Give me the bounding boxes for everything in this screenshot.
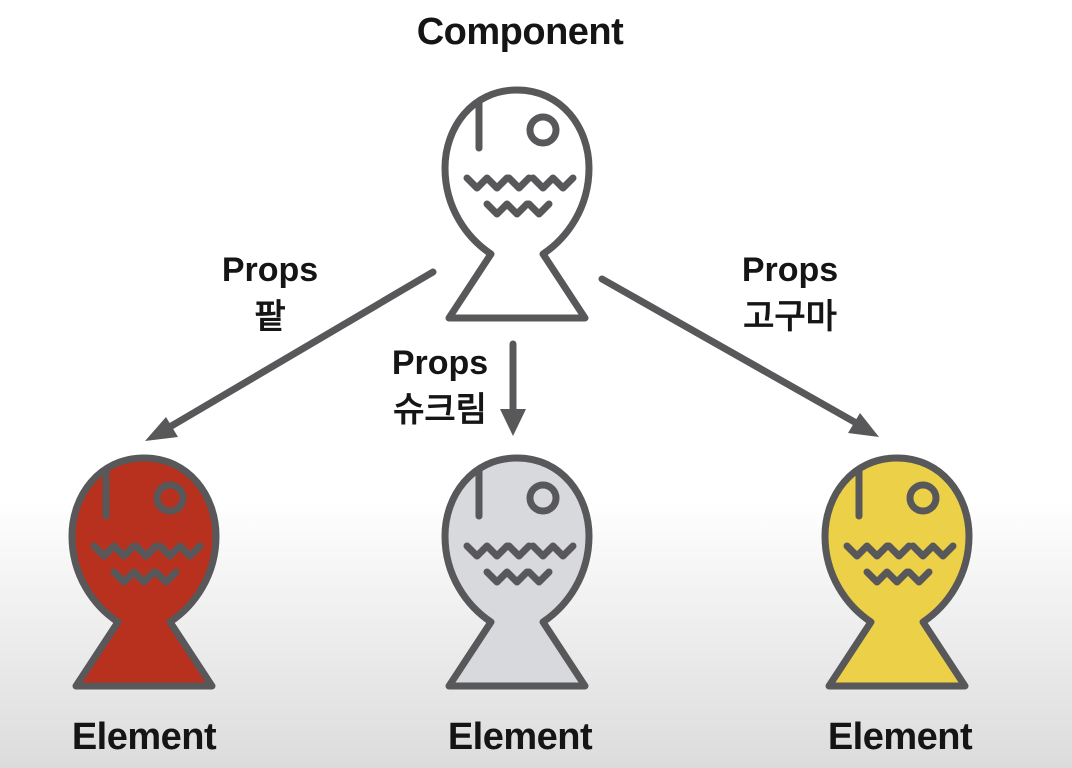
arrow-left-head: [145, 417, 178, 441]
component-label: Component: [416, 11, 624, 53]
fish-component: [445, 90, 589, 318]
props-label-center: Props 슈크림: [365, 340, 515, 434]
props-word-right: Props: [741, 251, 839, 289]
fish-element-yellow: [825, 458, 969, 686]
arrow-right: [598, 275, 862, 428]
props-value-right: 고구마: [743, 297, 837, 336]
element-label-center: Element: [447, 716, 593, 758]
props-word-left: Props: [221, 251, 319, 289]
props-value-center: 슈크림: [393, 390, 487, 429]
props-word-center: Props: [391, 344, 489, 382]
arrow-center-head: [500, 409, 526, 436]
props-label-left: Props 팥: [195, 247, 345, 341]
arrow-left: [164, 268, 437, 432]
element-label-left: Element: [71, 716, 217, 758]
edge-arrows: [145, 268, 879, 441]
arrow-right-head: [848, 413, 879, 437]
element-label-right: Element: [827, 716, 973, 758]
fish-element-gray: [445, 458, 589, 686]
props-value-left: 팥: [254, 297, 286, 336]
props-label-right: Props 고구마: [715, 247, 865, 341]
fish-element-red: [72, 458, 216, 686]
